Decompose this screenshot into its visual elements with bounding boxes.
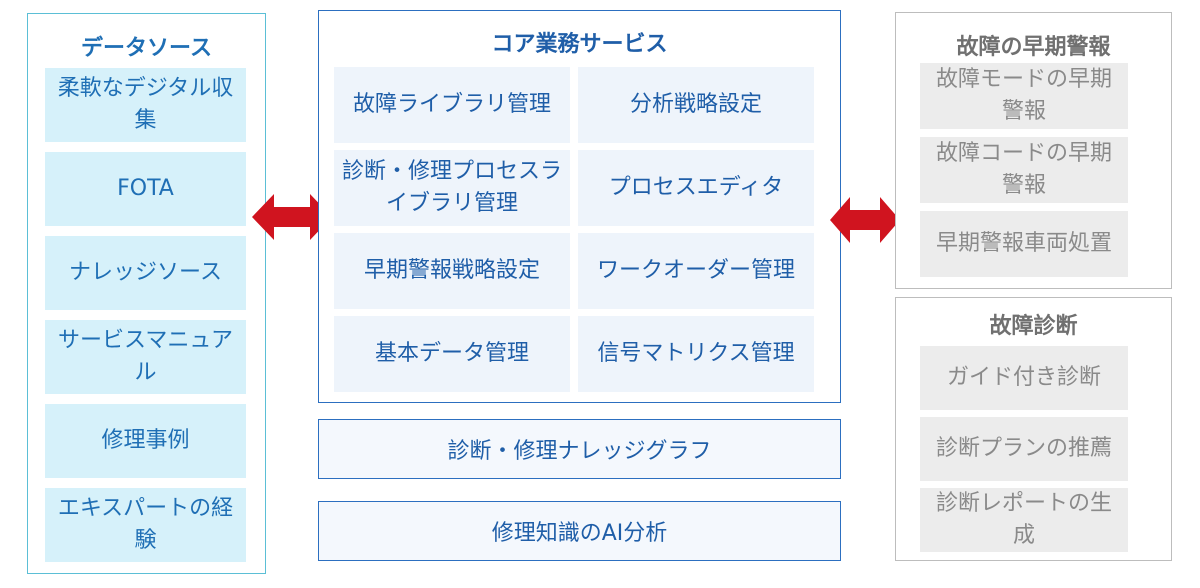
core-services-title: コア業務サービス <box>491 32 668 57</box>
core-item-fault-library: 故障ライブラリ管理 <box>334 67 570 143</box>
ai-analysis-bar: 修理知識のAI分析 <box>318 501 841 561</box>
diagnosis-item-plan-recommend: 診断プランの推薦 <box>920 417 1128 481</box>
warning-item-vehicle-action: 早期警報車両処置 <box>920 211 1128 277</box>
fault-diagnosis-panel: 故障診断 ガイド付き診断 診断プランの推薦 診断レポートの生成 <box>895 297 1172 561</box>
early-warning-panel: 故障の早期警報 故障モードの早期警報 故障コードの早期警報 早期警報車両処置 <box>895 12 1172 289</box>
source-item-digital-collection: 柔軟なデジタル収集 <box>45 68 246 142</box>
core-item-work-order: ワークオーダー管理 <box>578 233 814 309</box>
data-source-title: データソース <box>81 36 212 61</box>
core-item-master-data: 基本データ管理 <box>334 316 570 392</box>
diagnosis-item-guided: ガイド付き診断 <box>920 346 1128 410</box>
knowledge-graph-bar: 診断・修理ナレッジグラフ <box>318 419 841 479</box>
core-services-panel: コア業務サービス 故障ライブラリ管理 分析戦略設定 診断・修理プロセスライブラリ… <box>318 10 841 403</box>
right-double-arrow-icon <box>830 197 900 243</box>
source-item-service-manual: サービスマニュアル <box>45 320 246 394</box>
warning-item-fault-code: 故障コードの早期警報 <box>920 137 1128 203</box>
source-item-knowledge: ナレッジソース <box>45 236 246 310</box>
source-item-expert-experience: エキスパートの経験 <box>45 488 246 562</box>
core-item-process-library: 診断・修理プロセスライブラリ管理 <box>334 150 570 226</box>
core-item-process-editor: プロセスエディタ <box>578 150 814 226</box>
source-item-fota: FOTA <box>45 152 246 226</box>
diagnosis-item-report: 診断レポートの生成 <box>920 488 1128 552</box>
data-source-panel: データソース 柔軟なデジタル収集 FOTA ナレッジソース サービスマニュアル … <box>27 13 266 574</box>
source-item-repair-cases: 修理事例 <box>45 404 246 478</box>
left-double-arrow-icon <box>252 194 332 240</box>
core-item-analysis-strategy: 分析戦略設定 <box>578 67 814 143</box>
fault-diagnosis-title: 故障診断 <box>989 314 1078 339</box>
warning-item-fault-mode: 故障モードの早期警報 <box>920 63 1128 129</box>
core-item-signal-matrix: 信号マトリクス管理 <box>578 316 814 392</box>
early-warning-title: 故障の早期警報 <box>956 35 1111 60</box>
core-item-warning-strategy: 早期警報戦略設定 <box>334 233 570 309</box>
